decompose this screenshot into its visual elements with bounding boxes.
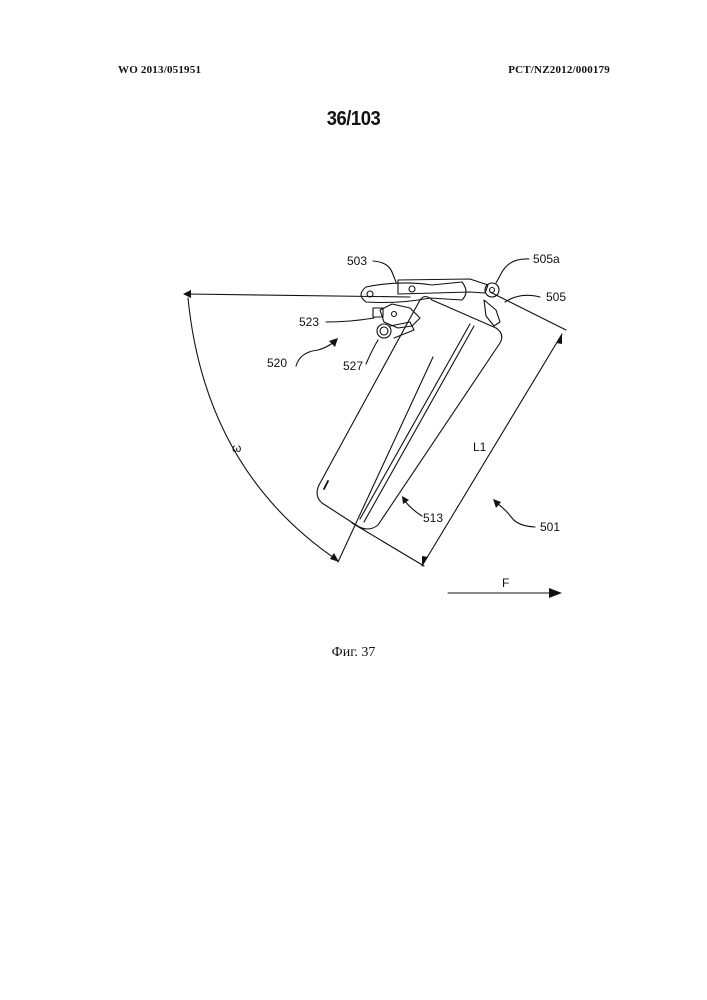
leader-527 [366,340,378,364]
label-520: 520 [267,356,287,370]
arrow-520-head [329,338,338,347]
leader-520 [296,342,334,366]
leader-513 [404,500,422,516]
l1-arrowhead-bottom [422,556,428,566]
arrow-513-head [402,496,409,504]
flap-inner-line [360,324,470,519]
flap-center-fold [364,326,474,522]
figure-caption: Фиг. 37 [0,645,707,661]
force-arrow-f-head [549,588,562,598]
label-505a: 505a [533,252,560,266]
bracket-505 [484,300,500,326]
leader-523 [326,318,374,322]
label-omega: ω [232,441,241,455]
latch-pin [392,312,397,317]
flap-edge-mark [324,481,328,489]
l1-witness-bottom [352,523,424,566]
leader-505 [505,295,540,302]
roller-arm [390,322,414,338]
omega-reference-line [188,294,410,297]
arrow-501-head [493,499,501,508]
roller-527 [377,324,391,338]
leader-505a [496,259,529,283]
label-503: 503 [347,254,367,268]
leader-501 [498,504,535,527]
hinge-link-hole-mid [409,286,415,292]
pivot-505a-pin [490,288,495,293]
l1-arrowhead-top [556,334,562,344]
label-501: 501 [540,520,560,534]
label-505: 505 [546,290,566,304]
label-527: 527 [343,359,363,373]
omega-arc [188,298,337,560]
label-523: 523 [299,315,319,329]
label-l1: L1 [473,440,487,454]
omega-start-arrowhead [183,290,191,298]
roller-527-inner [380,327,388,335]
pivot-505a [485,283,499,297]
leader-503 [373,261,396,282]
omega-end-arrowhead [330,553,339,562]
omega-extension-line [338,357,433,562]
label-513: 513 [423,511,443,525]
label-f: F [502,576,509,590]
